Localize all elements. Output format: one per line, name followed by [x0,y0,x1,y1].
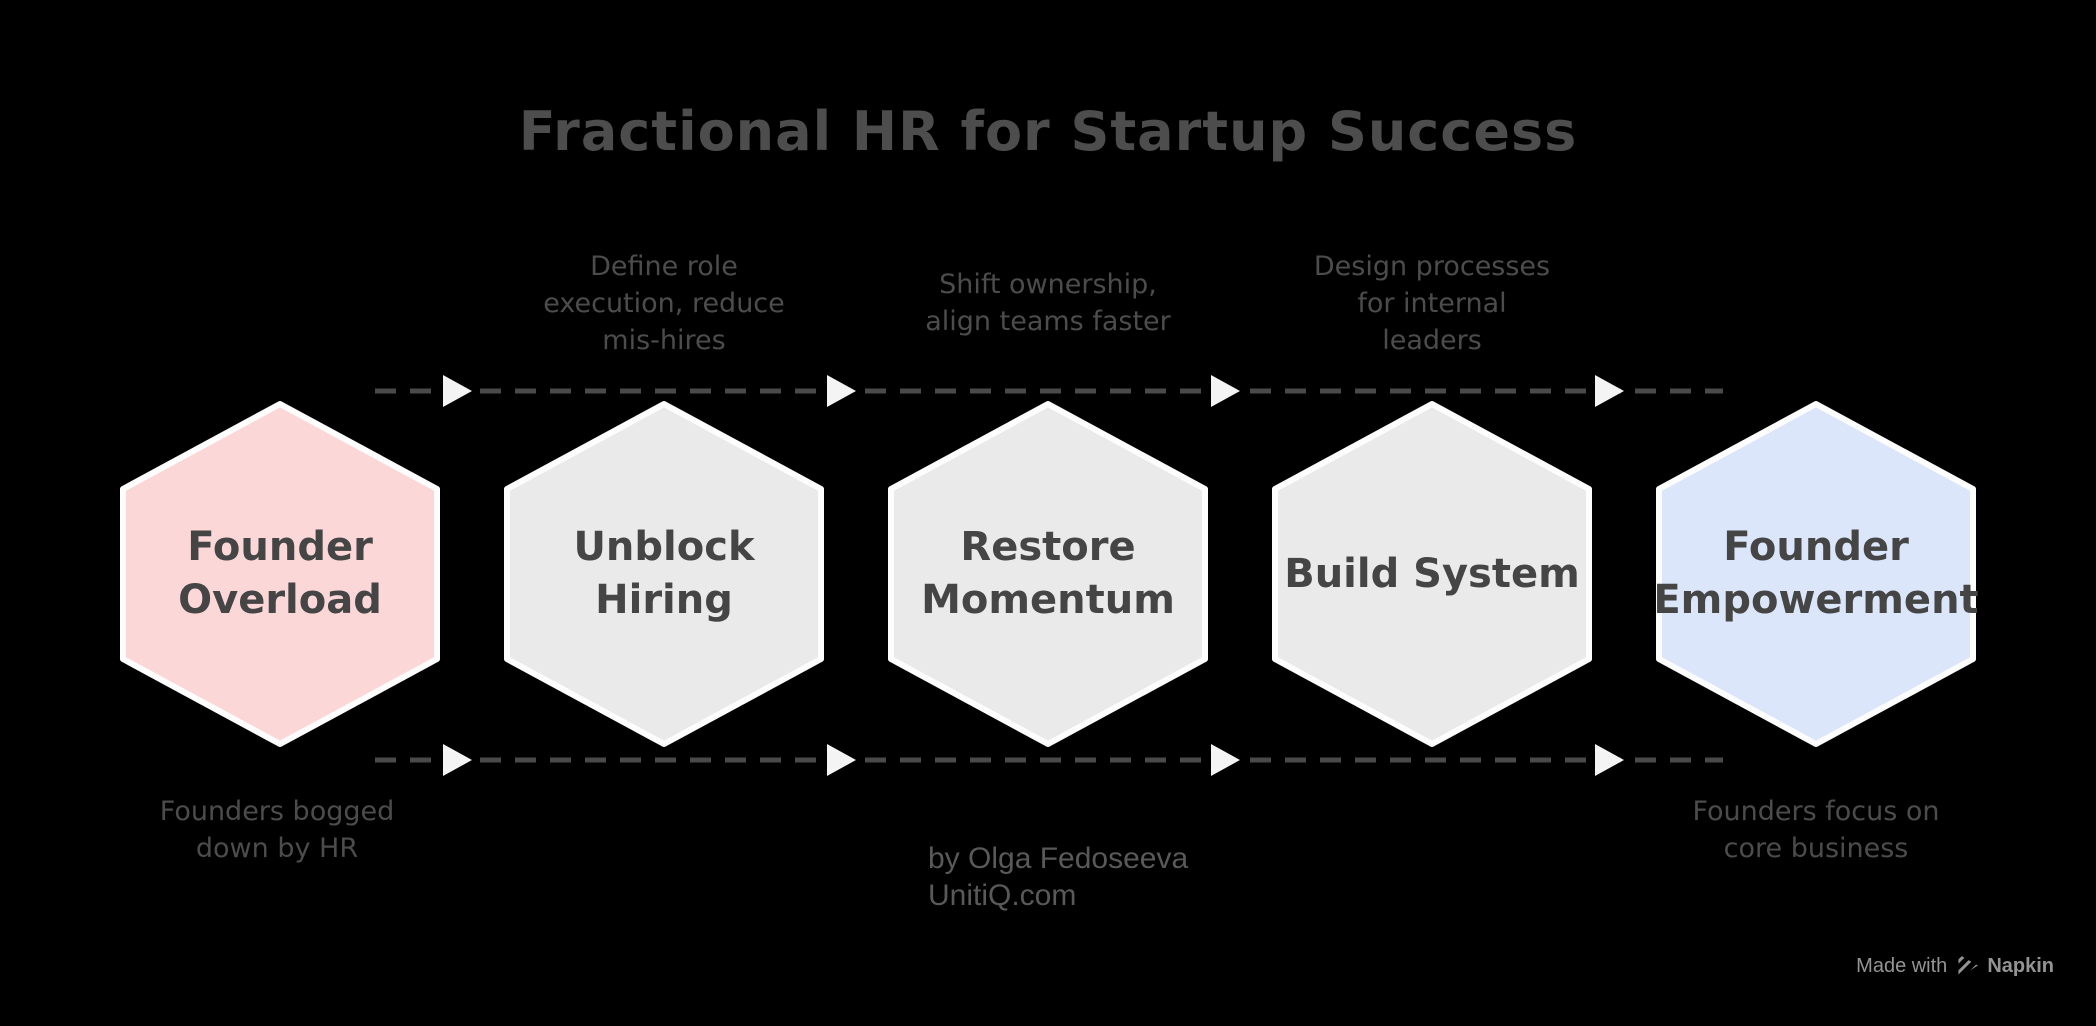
napkin-logo-icon [1958,954,1979,978]
napkin-brand-label: Napkin [1987,954,2054,977]
arrowhead-icon [443,375,472,407]
step-label-founder-overload: Founder Overload [178,524,382,623]
arrowhead-icon [443,744,472,776]
transition-note-design-processes: Design processes for internal leaders [1313,251,1551,356]
outcome-note-founders-focus: Founders focus on core business [1692,796,1940,864]
hexagon-unblock-hiring [504,401,824,747]
arrowhead-icon [827,744,856,776]
hexagon-founder-overload [120,401,440,747]
made-with-napkin-badge: Made with Napkin [1856,953,2054,979]
step-label-founder-empowerment: Founder Empowerment [1653,524,1979,623]
step-label-restore-momentum: Restore Momentum [921,524,1175,623]
arrowhead-icon [1595,744,1624,776]
transition-note-shift-ownership: Shift ownership, align teams faster [925,269,1171,337]
outcome-note-founders-bogged: Founders bogged down by HR [159,796,395,864]
arrowhead-icon [827,375,856,407]
arrowhead-icon [1211,375,1240,407]
author-attribution: by Olga Fedoseeva UnitiQ.com [928,842,1189,912]
hexagon-founder-empowerment [1656,401,1976,747]
step-label-build-system: Build System [1284,550,1580,597]
arrowhead-icon [1211,744,1240,776]
arrowhead-icon [1595,375,1624,407]
step-label-unblock-hiring: Unblock Hiring [573,524,755,623]
hexagon-restore-momentum [888,401,1208,747]
made-with-label: Made with [1856,954,1948,977]
transition-note-define-role: Define role execution, reduce mis-hires [543,251,785,356]
hexagon-build-system [1272,401,1592,747]
page-title: Fractional HR for Startup Success [518,100,1578,163]
